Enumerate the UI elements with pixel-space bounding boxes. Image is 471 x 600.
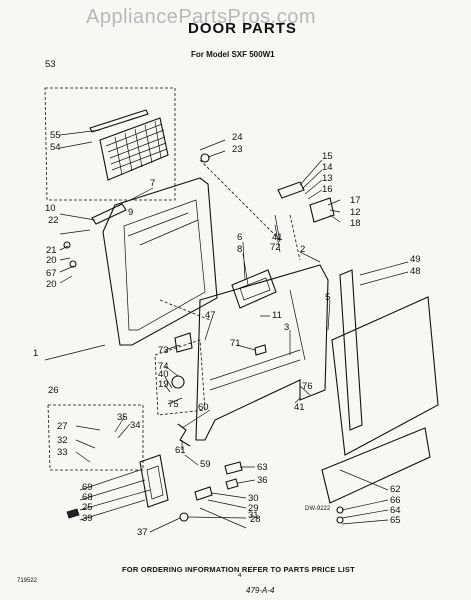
callout: 17	[350, 195, 361, 206]
part-63	[224, 461, 243, 475]
part-71	[254, 344, 267, 356]
callout: 39	[82, 513, 93, 524]
callout: 10	[45, 203, 56, 214]
dispenser-68	[139, 454, 169, 508]
callout: 9	[128, 207, 133, 218]
callout: 31	[248, 510, 259, 521]
callout: 20	[46, 279, 57, 290]
callout: 33	[57, 447, 68, 458]
callout: 12	[350, 207, 361, 218]
document-code: 719522	[17, 578, 38, 584]
callout: 14	[322, 162, 333, 173]
callout: 60	[198, 402, 209, 413]
vent-grille	[89, 109, 169, 181]
ordering-info: FOR ORDERING INFORMATION REFER TO PARTS …	[122, 565, 355, 574]
latch-assembly	[231, 269, 277, 309]
callout: 71	[230, 338, 241, 349]
callout: 13	[322, 173, 333, 184]
callout: 41	[294, 402, 305, 413]
callout: 40	[158, 369, 169, 380]
callout: 11	[272, 310, 282, 321]
callout: 1	[33, 348, 38, 359]
part-60	[177, 423, 191, 447]
callout: 47	[205, 310, 216, 321]
callout: 72	[270, 242, 281, 253]
callout: 59	[200, 459, 211, 470]
callout: 73	[158, 345, 169, 356]
callout: 20	[46, 255, 57, 266]
callout: 34	[130, 420, 141, 431]
callout: 32	[57, 435, 68, 446]
handle-9	[91, 203, 127, 225]
bracket-15	[277, 181, 305, 199]
callout: 15	[322, 151, 333, 162]
trim-strip-49	[339, 269, 363, 431]
page-title: DOOR PARTS	[188, 20, 297, 37]
callout: 67	[46, 268, 57, 279]
diagram-code: DW-9222	[305, 506, 331, 512]
callout: 74	[158, 361, 169, 372]
part-69	[66, 508, 80, 519]
front-panel-48	[331, 296, 439, 456]
callout: 75	[168, 399, 179, 410]
callout: 3	[284, 322, 289, 333]
callout: 16	[322, 184, 333, 195]
callout: 7	[150, 178, 155, 189]
callout: 21	[46, 245, 57, 256]
callout: 30	[248, 493, 259, 504]
callout: 48	[410, 266, 421, 277]
kick-panel-62	[321, 427, 431, 504]
callout: 61	[175, 445, 186, 456]
watermark: AppliancePartsPros.com	[86, 6, 316, 28]
callout-labels: 53 55 54 24 23 15 14 13 16 17 12 18 10 2…	[33, 59, 421, 538]
switch-17	[309, 197, 335, 223]
callout: 41	[272, 232, 283, 243]
part-36	[225, 478, 239, 490]
callout: 22	[48, 215, 59, 226]
callout: 63	[257, 462, 268, 473]
callout: 28	[250, 514, 261, 525]
callout: 8	[237, 244, 242, 255]
callout: 62	[390, 484, 401, 495]
inset-box-73	[154, 339, 206, 416]
part-23	[200, 153, 210, 163]
callout: 5	[325, 292, 330, 303]
callout: 26	[48, 385, 59, 396]
part-21	[63, 241, 71, 249]
outer-door-panel	[102, 177, 218, 346]
callout: 23	[232, 144, 243, 155]
handwritten-note: 479-A-4	[246, 586, 275, 595]
inset-box-53	[44, 87, 176, 201]
callout: 69	[82, 482, 93, 493]
callout: 25	[82, 502, 93, 513]
callout: 53	[45, 59, 56, 70]
part-28	[179, 512, 189, 522]
callout: 64	[390, 505, 401, 516]
callout: 37	[137, 527, 148, 538]
callout: 27	[57, 421, 68, 432]
callout: 24	[232, 132, 243, 143]
callout: 65	[390, 515, 401, 526]
callout: 19	[158, 379, 169, 390]
callout: 29	[248, 503, 259, 514]
callout: 35	[117, 412, 128, 423]
callout: 54	[50, 142, 61, 153]
callout: 76	[302, 381, 313, 392]
callout: 18	[350, 218, 361, 229]
callout: 55	[50, 130, 61, 141]
callout: 6	[237, 232, 242, 243]
part-67	[69, 260, 77, 268]
callout: 49	[410, 254, 421, 265]
page-number: 4	[238, 573, 242, 579]
model-subtitle: For Model SXF 500W1	[191, 50, 275, 59]
inset-box-26	[47, 404, 144, 471]
callout: 2	[300, 244, 305, 255]
callout: 68	[82, 492, 93, 503]
callout: 66	[390, 495, 401, 506]
part-30	[194, 486, 213, 501]
callout: 36	[257, 475, 268, 486]
inner-panel	[195, 264, 329, 441]
